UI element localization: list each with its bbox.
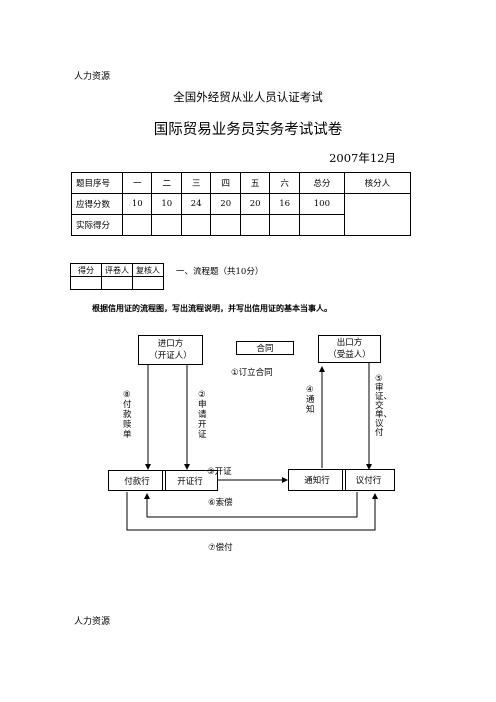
table-row (70, 276, 164, 290)
exporter-box: 出口方 （受益人） (318, 335, 381, 363)
step4-label: ④通知 (306, 385, 315, 415)
importer-box: 进口方 （开证人） (138, 335, 203, 365)
negotiating-bank-box: 议付行 (342, 469, 395, 491)
paper-title: 国际贸易业务员实务考试试卷 (153, 122, 343, 138)
arrow-step7 (126, 492, 378, 531)
exam-title: 全国外经贸从业人员认证考试 (173, 90, 323, 104)
table-row: 应得分数 10 10 24 20 20 16 100 (71, 193, 412, 236)
page-footer: 人力资源 (74, 617, 111, 627)
step3-label: ③开证 (207, 467, 232, 477)
step7-label: ⑦偿付 (208, 543, 233, 553)
score-table: 题目序号 一 二 三 四 五 六 总分 核分人 应得分数 10 10 24 20… (71, 172, 412, 236)
advising-bank-box: 通知行 (288, 469, 346, 491)
table-row: 实际得分 (71, 214, 411, 236)
step8-label: ⑧付款赎单 (123, 390, 132, 440)
paying-bank-box: 付款行 (108, 470, 166, 491)
contract-box: 合同 (236, 341, 294, 355)
page-header: 人力资源 (74, 72, 111, 82)
section-title: 一、流程题（共10分） (176, 267, 264, 277)
grader-table: 得分 评卷人 复核人 (70, 263, 164, 290)
step6-label: ⑥索偿 (208, 498, 233, 508)
exam-date: 2007年12月 (329, 151, 396, 165)
reviewer-cell (343, 193, 412, 236)
grader-cell (132, 276, 164, 290)
step1-label: ①订立合同 (231, 368, 273, 378)
step5-label: ⑤审证、交单、议付 (375, 374, 393, 438)
step2-label: ②申请开证 (198, 390, 207, 440)
score-cell (298, 214, 345, 236)
instruction-text: 根据信用证的流程图，写出流程说明，并写出信用证的基本当事人。 (92, 303, 332, 313)
issuing-bank-box: 开证行 (162, 470, 218, 491)
score-cell (269, 214, 300, 236)
score-cell (239, 214, 271, 236)
arrow-step6 (144, 492, 358, 518)
